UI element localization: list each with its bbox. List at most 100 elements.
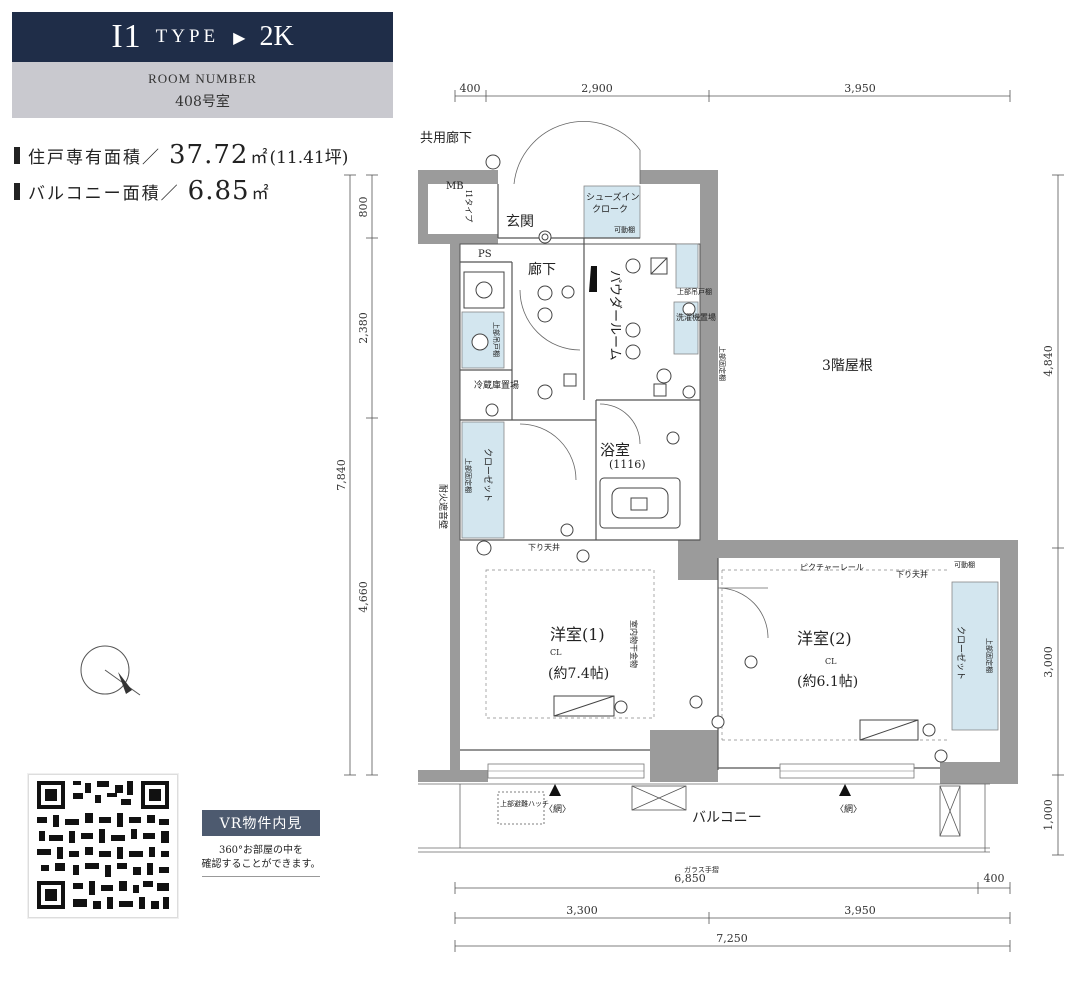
upper-cabinet-kitchen: 上部吊戸棚 xyxy=(492,322,501,357)
r-box xyxy=(563,373,577,387)
bathtub xyxy=(599,477,681,529)
shoes-closet-label-1: シューズイン xyxy=(586,191,640,203)
dim-left-total: 7,840 xyxy=(335,459,348,491)
type-word: TYPE xyxy=(155,26,220,47)
lowered-ceiling-label-2: 下り天井 xyxy=(896,569,928,579)
bullet-square-icon xyxy=(14,146,20,164)
entrance-label: 玄関 xyxy=(506,213,534,230)
hatch-label: 上部避難ハッチ xyxy=(500,799,549,808)
closet-label-left: クローゼット xyxy=(482,448,494,502)
net-label-left: 〈網〉 xyxy=(544,803,571,815)
movable-shelf-label-2: 可動棚 xyxy=(954,560,975,569)
fridge-label: 冷蔵庫置場 xyxy=(474,379,519,391)
cl-label-1: CL xyxy=(550,648,562,657)
closet-label-right: クローゼット xyxy=(955,626,967,680)
upper-fixed-shelf-right-upper: 上部固定棚 xyxy=(718,346,727,381)
wall-right-upper xyxy=(700,170,718,560)
triangle-right-icon xyxy=(839,784,851,796)
vr-tour-button[interactable]: VR物件内見 xyxy=(202,810,320,836)
shoes-closet-label-2: クローク xyxy=(592,204,628,215)
dim-right-2: 3,000 xyxy=(1042,646,1055,678)
wall-bottom-pillar xyxy=(650,730,718,782)
bed-marker-2 xyxy=(859,719,919,741)
hallway-label: 廊下 xyxy=(528,261,556,278)
balcony-label: バルコニー xyxy=(692,810,762,826)
western1-size: (約7.4帖) xyxy=(548,666,609,682)
type-banner: I1 TYPE ▶ 2K xyxy=(12,12,393,62)
dim-right-3: 1,000 xyxy=(1042,799,1055,831)
triangle-left-icon xyxy=(549,784,561,796)
qr-code-icon[interactable] xyxy=(28,774,178,918)
upper-cabinet-label: 上部吊戸棚 xyxy=(677,287,712,296)
sink-box xyxy=(650,257,668,275)
dim-bottom-edge: 400 xyxy=(984,872,1005,885)
vr-description-line1: 360°お部屋の中を xyxy=(218,845,304,856)
wall-mid-horizontal xyxy=(678,540,1018,558)
dim-top-3: 3,950 xyxy=(844,82,876,95)
room-number-label: ROOM NUMBER xyxy=(148,71,257,86)
balcony-outdoor-unit xyxy=(939,785,961,837)
shoes-closet xyxy=(583,185,641,239)
net-label-right: 〈網〉 xyxy=(835,803,862,815)
dim-bottom3: 7,250 xyxy=(716,932,748,945)
vr-description: 360°お部屋の中を 確認することができます。 xyxy=(196,844,326,872)
common-corridor-label: 共用廊下 xyxy=(420,130,472,146)
arrow-right-icon: ▶ xyxy=(233,27,246,47)
bullet-square-icon xyxy=(14,182,20,200)
wall-right-lower xyxy=(1000,540,1018,780)
layout-type: 2K xyxy=(259,21,294,52)
fire-wall-label: 耐火遮音壁 xyxy=(437,484,449,529)
entrance-door-swing xyxy=(513,121,641,185)
mb-label: MB xyxy=(446,181,464,192)
dim-top-2: 2,900 xyxy=(581,82,613,95)
movable-shelf-label: 可動棚 xyxy=(614,225,635,234)
wall-left-mb xyxy=(418,170,428,242)
private-area-unit: ㎡ xyxy=(250,148,268,168)
dim-top-1: 400 xyxy=(460,82,481,95)
dim-bottom2-1: 3,300 xyxy=(566,904,598,917)
balcony-area-line: バルコニー面積／ 6.85 ㎡ xyxy=(14,176,269,206)
room-number-panel: ROOM NUMBER 408号室 xyxy=(12,62,393,118)
balcony-area-unit: ㎡ xyxy=(251,184,269,204)
ps-label: PS xyxy=(478,249,492,260)
light-fixture xyxy=(537,285,553,301)
wall-top-right xyxy=(640,170,718,184)
picture-rail-label: ピクチャーレール xyxy=(800,563,864,572)
private-area-label: 住戸専有面積／ xyxy=(28,148,161,168)
dim-left-2: 2,380 xyxy=(357,312,370,344)
washer-label: 洗濯機置場 xyxy=(676,312,716,322)
type-code: I1 xyxy=(111,18,142,55)
wall-mb-bottom xyxy=(418,234,498,244)
western1-dashed xyxy=(485,569,655,719)
kitchen-box xyxy=(463,271,505,309)
compass-icon xyxy=(80,645,141,696)
cl-label-2: CL xyxy=(825,657,837,666)
wall-corner xyxy=(678,540,718,580)
private-area-tsubo: (11.41坪) xyxy=(269,148,349,168)
wall-left-main xyxy=(450,240,460,770)
bath-label: 浴室 xyxy=(600,441,630,459)
dim-left-1: 800 xyxy=(357,197,370,218)
mb-sub-label: I1タイプ xyxy=(464,190,473,222)
bath-size: (1116) xyxy=(609,458,646,471)
private-area-value: 37.72 xyxy=(169,140,249,170)
wall-bottom-right xyxy=(940,762,1018,784)
balcony-area-value: 6.85 xyxy=(187,176,250,206)
upper-hanging-cabinet xyxy=(675,243,699,289)
private-area-line: 住戸専有面積／ 37.72 ㎡ (11.41坪) xyxy=(14,140,348,170)
balcony-area-label: バルコニー面積／ xyxy=(28,184,180,204)
c-box xyxy=(653,383,667,397)
evacuation-hatch xyxy=(497,791,545,825)
dim-bottom2-2: 3,950 xyxy=(844,904,876,917)
closet-right xyxy=(951,581,999,731)
upper-fixed-shelf-left: 上部固定棚 xyxy=(464,458,473,493)
room-number-value: 408号室 xyxy=(175,94,230,110)
upper-fixed-shelf-right: 上部固定棚 xyxy=(985,638,994,673)
western2-label: 洋室(2) xyxy=(797,629,852,648)
western1-label: 洋室(1) xyxy=(550,625,605,644)
indoor-dryer-label: 室内物干金物 xyxy=(629,620,639,668)
lowered-ceiling-label-1: 下り天井 xyxy=(528,542,560,552)
powder-room-label: パウダールーム xyxy=(607,270,622,361)
vr-description-line2: 確認することができます。 xyxy=(201,859,321,870)
